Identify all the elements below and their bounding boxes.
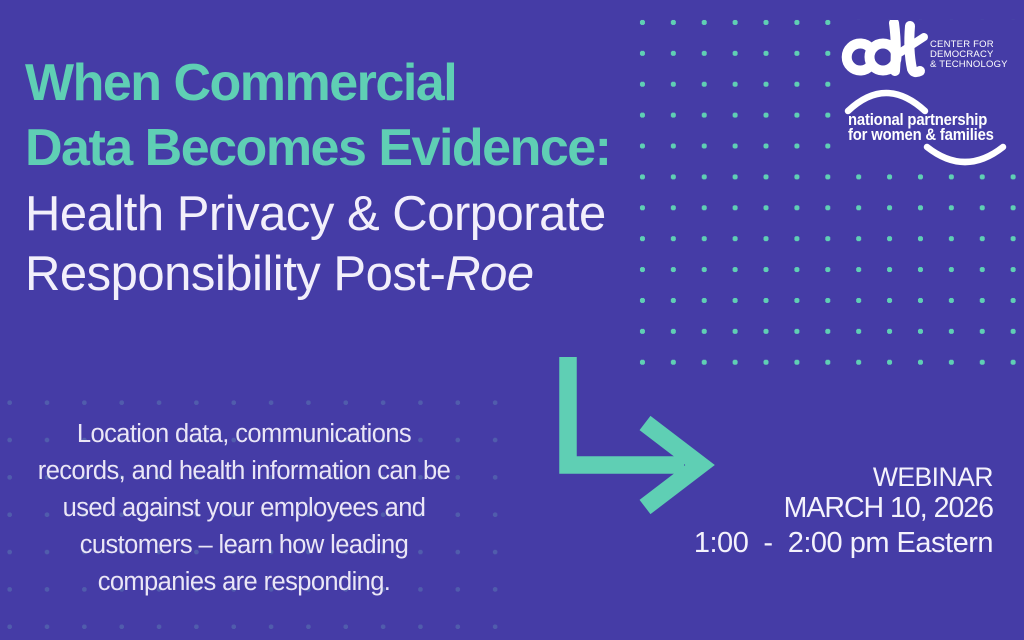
event-time: 1:00 - 2:00 pm Eastern	[693, 527, 994, 559]
dot-grid-bottom-left	[0, 384, 514, 640]
cdt-wordmark-icon	[841, 20, 928, 78]
page-title: When Commercial Data Becomes Evidence:	[25, 51, 612, 181]
event-details: WEBINAR MARCH 10, 2026 1:00 - 2:00 pm Ea…	[693, 462, 994, 560]
body-text: Location data, communications records, a…	[37, 420, 451, 596]
subtitle-line-1: Health Privacy & Corporate	[25, 187, 606, 241]
cdt-caption: CENTER FOR DEMOCRACY & TECHNOLOGY	[930, 39, 1008, 70]
subtitle-line-2: Responsibility Post-Roe	[25, 247, 534, 301]
npwf-arcs-icon	[844, 89, 1007, 166]
npwf-logo: national partnership for women & familie…	[833, 86, 1024, 170]
event-date: MARCH 10, 2026	[783, 492, 994, 524]
npwf-line-1: national partnership	[848, 111, 988, 129]
event-type: WEBINAR	[872, 462, 994, 492]
page-subtitle: Health Privacy & Corporate Responsibilit…	[25, 184, 606, 304]
title-line-1: When Commercial	[25, 54, 458, 112]
arrow-icon	[559, 357, 715, 515]
title-line-2: Data Becomes Evidence:	[25, 119, 612, 177]
npwf-line-2: for women & families	[848, 126, 994, 144]
cdt-logo: CENTER FOR DEMOCRACY & TECHNOLOGY	[840, 20, 1024, 86]
